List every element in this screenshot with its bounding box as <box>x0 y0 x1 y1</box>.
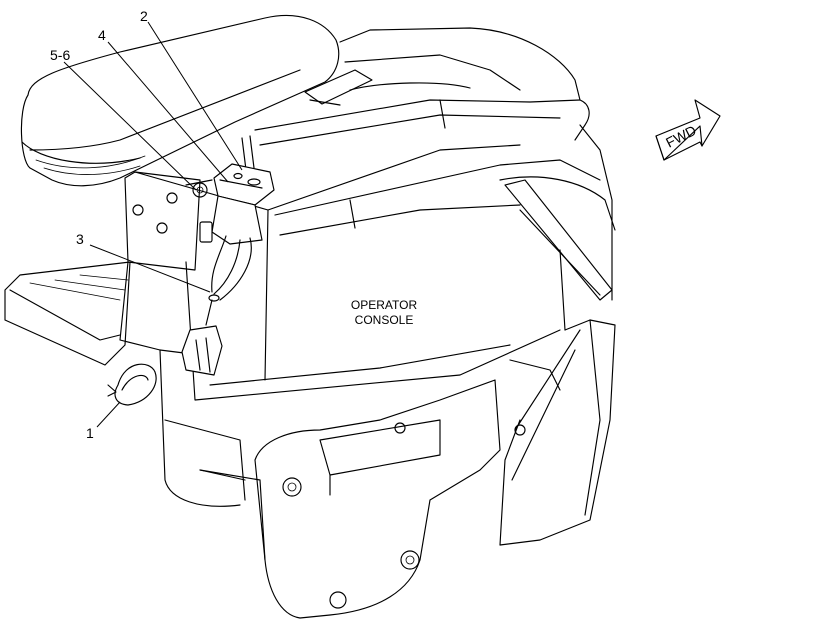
armrest <box>20 14 340 187</box>
harness-connector <box>181 325 223 376</box>
callout-4: 4 <box>98 27 106 43</box>
mounting-plate <box>199 379 501 619</box>
right-side-panel <box>499 319 616 546</box>
mounting-bolt <box>400 550 420 570</box>
console-upper-housing <box>254 27 590 146</box>
bolt <box>132 204 144 216</box>
mounting-nut <box>192 182 208 198</box>
callout-2: 2 <box>140 8 148 24</box>
clip <box>107 363 157 406</box>
forward-arrow-icon: FWD <box>655 99 721 161</box>
switch-assembly <box>181 135 275 376</box>
callout-1: 1 <box>86 425 94 441</box>
callout-3: 3 <box>76 231 84 247</box>
left-tray <box>4 261 131 366</box>
callout-5-6: 5-6 <box>50 47 70 63</box>
console-label-line1: OPERATOR <box>351 298 418 312</box>
leader-line-2 <box>147 21 243 171</box>
bolt <box>166 192 178 204</box>
mounting-bolt <box>282 477 302 497</box>
console-label-line2: CONSOLE <box>355 313 414 327</box>
leader-line-4 <box>107 41 229 183</box>
bolt <box>156 222 168 234</box>
mounting-bolt <box>329 591 347 609</box>
fwd-label: FWD <box>663 122 699 151</box>
leader-line-3 <box>89 244 211 293</box>
leader-line-5-6 <box>63 61 197 191</box>
leader-line-1 <box>96 401 121 428</box>
left-bracket <box>119 171 246 507</box>
